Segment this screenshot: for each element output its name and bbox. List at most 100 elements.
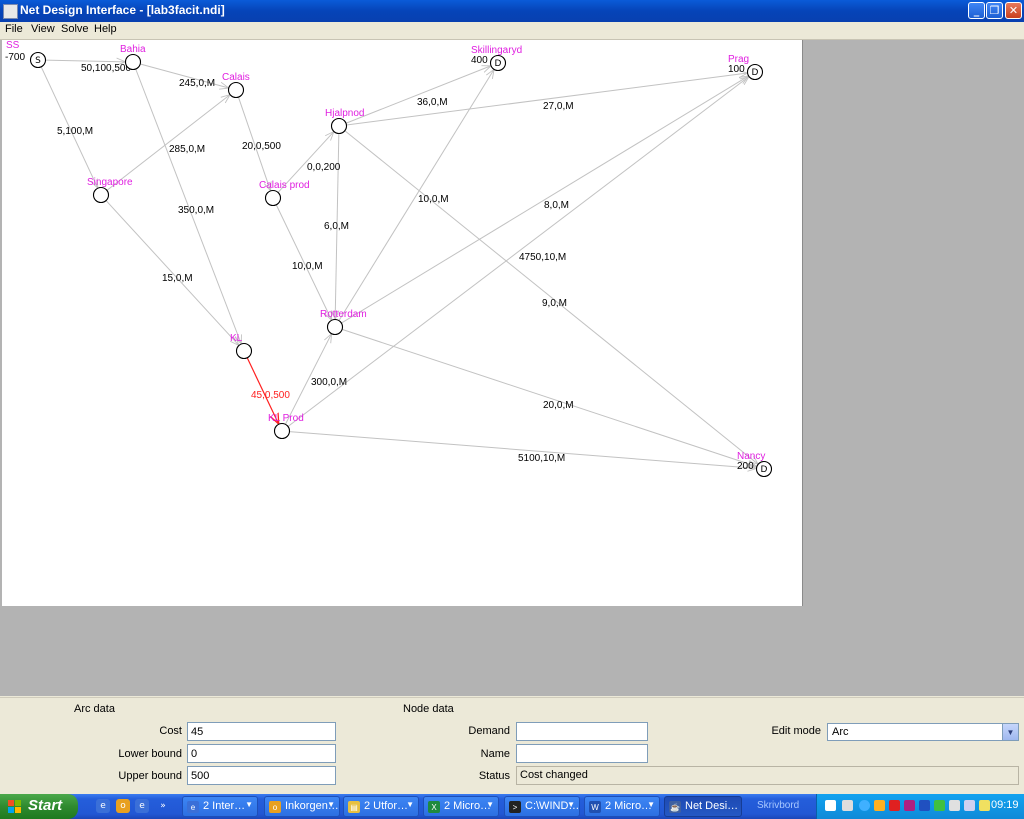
start-button[interactable]: Start — [0, 794, 78, 819]
node-circle[interactable] — [29, 51, 47, 69]
node-circle[interactable] — [273, 422, 291, 440]
quicklaunch-browser-icon[interactable]: e — [135, 799, 149, 813]
cost-input[interactable] — [187, 722, 336, 741]
taskbar-button[interactable]: ☕Net Desi… — [664, 796, 742, 817]
desktop-toolbar-label[interactable]: Skrivbord — [757, 800, 800, 811]
taskbar-button[interactable]: ▤2 Utfor…▼ — [343, 796, 419, 817]
arc-label: 27,0,M — [543, 101, 574, 112]
node-circle[interactable] — [326, 318, 344, 336]
arc-Singapore-Calais[interactable] — [106, 95, 230, 191]
node-name: Hjalpnod — [325, 108, 364, 119]
node-calaisprod[interactable]: Calais prod — [259, 180, 310, 207]
node-singapore[interactable]: Singapore — [87, 177, 133, 204]
arc-CalaisProd-Hjalpnod[interactable] — [277, 132, 334, 193]
arc-Hjalpnod-Nancy[interactable] — [344, 130, 758, 465]
title-bar[interactable]: Net Design Interface - [lab3facit.ndi] _… — [0, 0, 1024, 22]
node-circle[interactable] — [124, 53, 142, 71]
quicklaunch-outlook-icon[interactable]: o — [116, 799, 130, 813]
node-circle[interactable] — [746, 63, 764, 81]
volume-icon[interactable] — [964, 800, 975, 811]
menu-solve[interactable]: Solve — [61, 23, 89, 35]
node-kl[interactable]: KL — [230, 333, 253, 360]
taskbar-button-label: C:\WIND… — [525, 800, 580, 812]
arc-SS-Singapore[interactable] — [40, 66, 98, 188]
taskbar-button-label: 2 Utfor… — [364, 800, 409, 812]
maximize-button[interactable]: ❐ — [986, 2, 1003, 19]
arc-Rotterdam-Prag[interactable] — [341, 76, 748, 324]
node-circle[interactable] — [235, 342, 253, 360]
tray-icon-3[interactable] — [934, 800, 945, 811]
node-rotterdam[interactable]: Rotterdam — [320, 309, 367, 336]
chevron-down-icon: ▼ — [486, 800, 494, 809]
opera-icon[interactable] — [889, 800, 900, 811]
minimize-button[interactable]: _ — [968, 2, 985, 19]
chevron-down-icon[interactable]: ▼ — [1002, 724, 1018, 740]
window-title: Net Design Interface - [lab3facit.ndi] — [20, 3, 225, 17]
tray-app-icon[interactable] — [842, 800, 853, 811]
quicklaunch-more-icon[interactable]: » — [160, 801, 166, 811]
arc-label: 10,0,M — [292, 261, 323, 272]
node-value: 400 — [471, 55, 488, 66]
quicklaunch-ie-icon[interactable]: e — [96, 799, 110, 813]
taskbar-button[interactable]: >C:\WIND…▼ — [504, 796, 580, 817]
edit-mode-select[interactable]: Arc ▼ — [827, 723, 1019, 741]
chevron-down-icon: ▼ — [567, 800, 575, 809]
help-icon[interactable] — [825, 800, 836, 811]
menu-file[interactable]: File — [5, 23, 23, 35]
arc-Hjalpnod-Prag[interactable] — [346, 73, 747, 126]
node-bahia[interactable]: Bahia — [120, 44, 146, 71]
arc-label: 36,0,M — [417, 97, 448, 108]
arc-Hjalpnod-Skillingaryd[interactable] — [345, 66, 491, 124]
network-graph[interactable]: 50,100,5005,100,M245,0,M350,0,M285,0,M15… — [2, 40, 802, 606]
bluetooth-icon[interactable] — [919, 800, 930, 811]
node-circle[interactable] — [330, 117, 348, 135]
arc-SS-Bahia[interactable] — [45, 60, 125, 62]
arc-Singapore-KL[interactable] — [105, 200, 239, 346]
arc-CalaisProd-Rotterdam[interactable] — [275, 204, 332, 320]
node-calais[interactable]: Calais — [222, 72, 250, 99]
arc-KL-KLProd[interactable] — [246, 357, 279, 424]
demand-input[interactable] — [516, 722, 648, 741]
node-ss[interactable]: SSS-700 — [5, 40, 47, 69]
outlook-tray-icon[interactable] — [874, 800, 885, 811]
arc-label: 20,0,500 — [242, 141, 281, 152]
node-circle[interactable] — [755, 460, 773, 478]
arc-KLProd-Nancy[interactable] — [289, 431, 756, 469]
network-icon[interactable] — [949, 800, 960, 811]
upper-bound-input[interactable] — [187, 766, 336, 785]
node-klprod[interactable]: KL Prod — [268, 413, 304, 440]
tray-icon-4[interactable] — [979, 800, 990, 811]
taskbar-button-label: Inkorgen… — [285, 800, 339, 812]
status-label: Status — [478, 770, 510, 782]
start-label: Start — [28, 797, 63, 814]
arc-Rotterdam-Nancy[interactable] — [341, 328, 757, 466]
node-circle[interactable] — [489, 54, 507, 72]
arc-Rotterdam-Skillingaryd[interactable] — [338, 69, 494, 321]
node-circle[interactable] — [264, 189, 282, 207]
tray-icon-2[interactable] — [904, 800, 915, 811]
close-button[interactable]: ✕ — [1005, 2, 1022, 19]
lower-bound-input[interactable] — [187, 744, 336, 763]
arc-Bahia-Calais[interactable] — [140, 63, 229, 88]
node-circle[interactable] — [92, 186, 110, 204]
arc-Hjalpnod-Rotterdam[interactable] — [335, 133, 340, 319]
arc-Bahia-KL[interactable] — [135, 68, 242, 344]
menu-help[interactable]: Help — [94, 23, 117, 35]
node-name: Singapore — [87, 177, 133, 188]
name-input[interactable] — [516, 744, 648, 763]
node-hjalpnod[interactable]: Hjalpnod — [325, 108, 364, 135]
node-circle[interactable] — [227, 81, 245, 99]
arc-KLProd-Prag[interactable] — [287, 77, 749, 427]
arc-KLProd-Rotterdam[interactable] — [284, 334, 331, 425]
arc-Calais-CalaisProd[interactable] — [237, 96, 270, 191]
menu-view[interactable]: View — [31, 23, 55, 35]
back-icon[interactable] — [859, 800, 870, 811]
